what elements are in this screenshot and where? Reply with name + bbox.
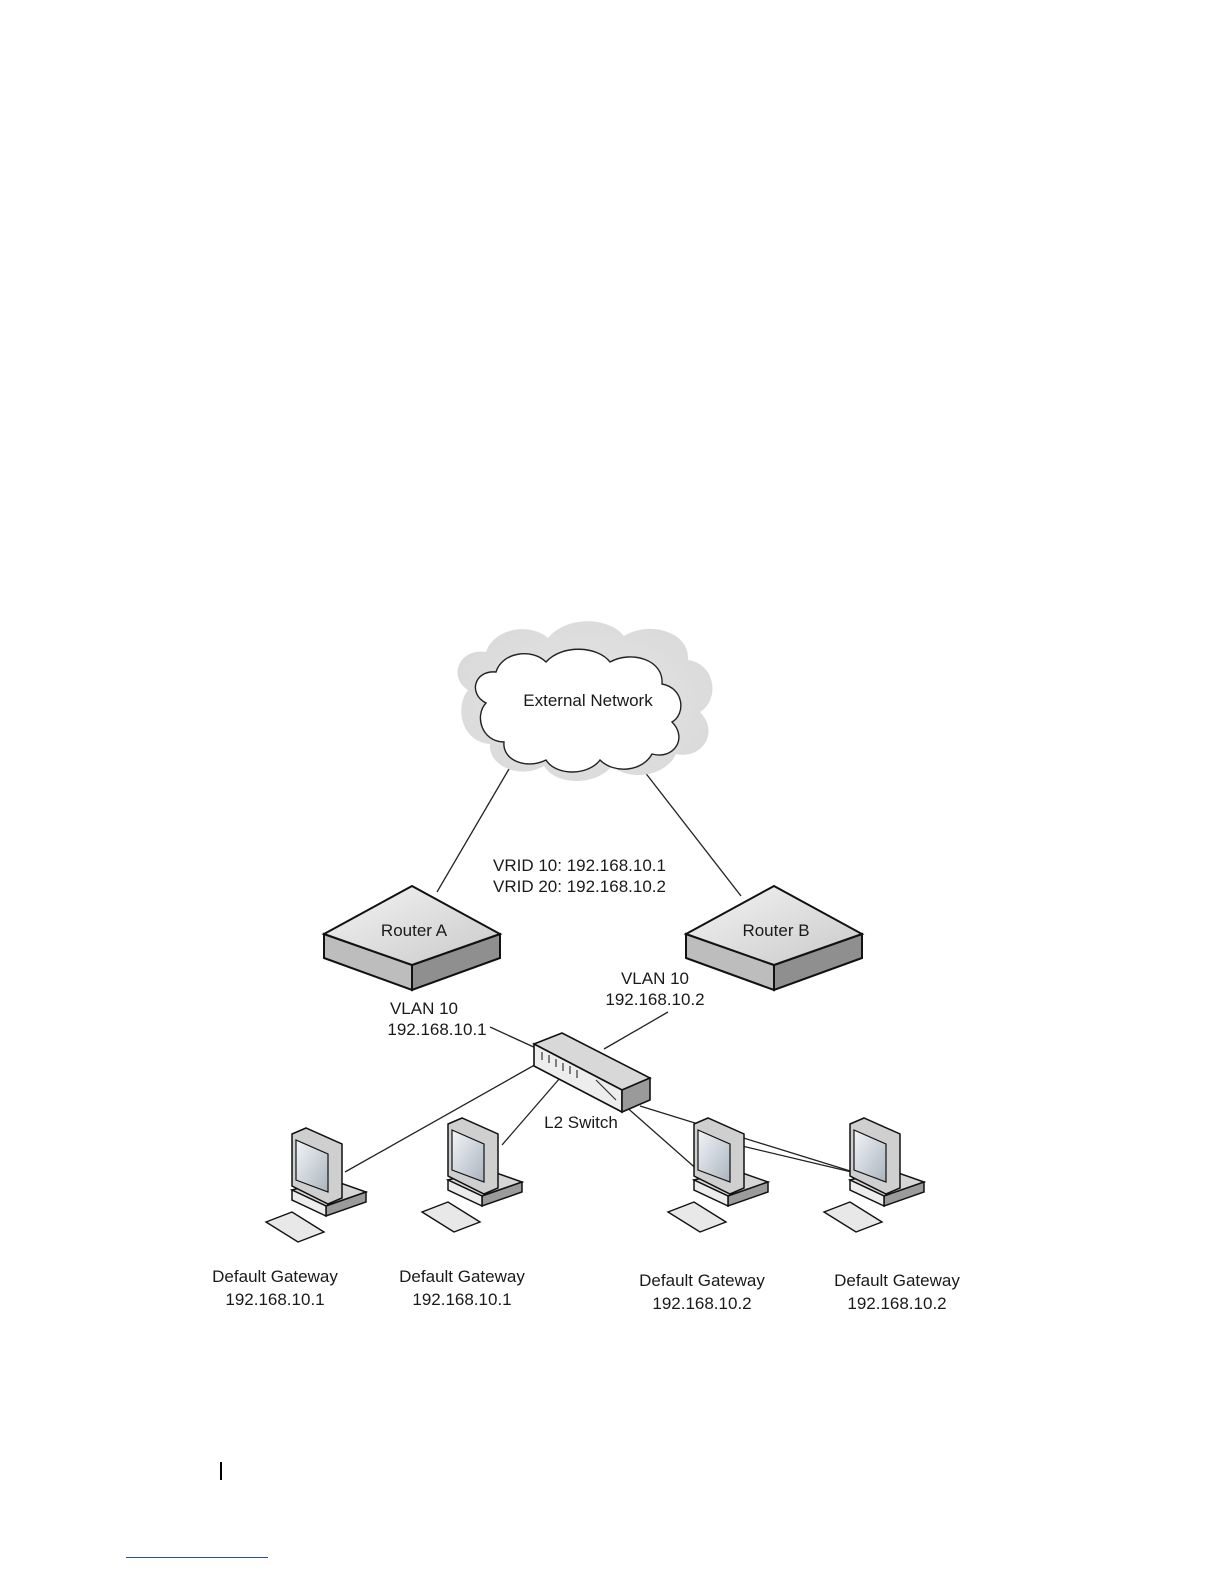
router-b-interface: VLAN 10 192.168.10.2 <box>605 969 704 1009</box>
switch-label: L2 Switch <box>544 1113 618 1132</box>
link-cloud-router-b <box>637 762 741 896</box>
router-a-interface: VLAN 10 192.168.10.1 <box>387 999 486 1039</box>
host-4-gateway-label: Default Gateway <box>834 1271 960 1290</box>
router-a: Router A <box>324 886 500 990</box>
router-b: Router B <box>686 886 862 990</box>
link-router-a-switch <box>490 1027 538 1049</box>
external-network-cloud: External Network <box>458 621 713 781</box>
margin-change-bar <box>220 1462 222 1480</box>
link-router-b-switch <box>604 1012 668 1049</box>
vrid-info: VRID 10: 192.168.10.1 VRID 20: 192.168.1… <box>493 856 666 896</box>
link-switch-host-2 <box>502 1078 560 1145</box>
link-switch-host-1 <box>345 1062 540 1172</box>
host-2-keyboard <box>422 1202 480 1232</box>
l2-switch: L2 Switch <box>534 1033 650 1132</box>
vrid-10-label: VRID 10: 192.168.10.1 <box>493 856 666 875</box>
host-1-gateway-ip: 192.168.10.1 <box>225 1290 324 1309</box>
cloud-label: External Network <box>523 691 653 710</box>
router-a-vlan: VLAN 10 <box>390 999 458 1018</box>
footer-rule <box>126 1557 268 1558</box>
host-3-labels: Default Gateway 192.168.10.2 <box>639 1271 765 1313</box>
host-4-labels: Default Gateway 192.168.10.2 <box>834 1271 960 1313</box>
router-b-vlan: VLAN 10 <box>621 969 689 988</box>
link-host-3-host-4 <box>742 1146 860 1174</box>
host-2 <box>422 1118 522 1232</box>
host-2-labels: Default Gateway 192.168.10.1 <box>399 1267 525 1309</box>
host-1-labels: Default Gateway 192.168.10.1 <box>212 1267 338 1309</box>
router-b-ip: 192.168.10.2 <box>605 990 704 1009</box>
host-3-gateway-label: Default Gateway <box>639 1271 765 1290</box>
router-a-ip: 192.168.10.1 <box>387 1020 486 1039</box>
link-switch-host-4 <box>640 1106 860 1174</box>
host-4 <box>824 1118 924 1232</box>
host-3-gateway-ip: 192.168.10.2 <box>652 1294 751 1313</box>
host-4-keyboard <box>824 1202 882 1232</box>
vrid-20-label: VRID 20: 192.168.10.2 <box>493 877 666 896</box>
router-b-label: Router B <box>742 921 809 940</box>
host-1-keyboard <box>266 1212 324 1242</box>
cloud-shape <box>475 649 680 772</box>
router-a-label: Router A <box>381 921 448 940</box>
host-2-gateway-label: Default Gateway <box>399 1267 525 1286</box>
host-3-keyboard <box>668 1202 726 1232</box>
host-2-gateway-ip: 192.168.10.1 <box>412 1290 511 1309</box>
host-4-gateway-ip: 192.168.10.2 <box>847 1294 946 1313</box>
host-1 <box>266 1128 366 1242</box>
host-1-gateway-label: Default Gateway <box>212 1267 338 1286</box>
host-3 <box>668 1118 768 1232</box>
